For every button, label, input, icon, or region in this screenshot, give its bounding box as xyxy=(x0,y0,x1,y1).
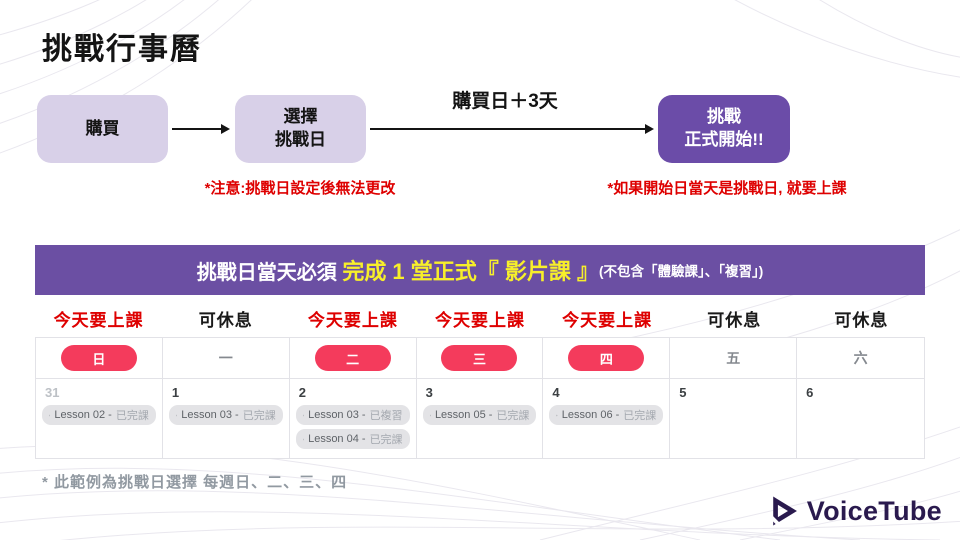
challenge-day-pill: 四 xyxy=(568,345,645,371)
voicetube-play-icon xyxy=(768,496,797,527)
check-circle-icon xyxy=(302,438,305,440)
rule-banner-highlight: 完成 1 堂正式『 影片課 』 xyxy=(342,259,599,284)
flow-step-choose-day-line1: 選擇 xyxy=(283,107,318,127)
lesson-chip: Lesson 05 - 已完課 xyxy=(422,405,537,425)
flow-step-start-line1: 挑戰 xyxy=(707,107,741,127)
date-number: 1 xyxy=(171,385,180,400)
lesson-chip-label: Lesson 02 - xyxy=(54,409,112,421)
lesson-chip-state: 已完課 xyxy=(115,410,149,422)
calendar-header-row: 日一二三四五六 xyxy=(36,338,924,378)
calendar-cell-date-5: 5 xyxy=(670,379,798,458)
status-label-三: 今天要上課 xyxy=(434,310,525,330)
lesson-chip-state: 已複習 xyxy=(369,410,403,422)
status-label-六: 可休息 xyxy=(834,310,889,330)
day-name: 一 xyxy=(218,350,233,366)
date-number: 5 xyxy=(679,385,687,400)
voicetube-logo-text: VoiceTube xyxy=(806,495,942,526)
date-number: 6 xyxy=(806,385,814,400)
lesson-chip-label: Lesson 03 - xyxy=(308,409,366,421)
date-number: 31 xyxy=(45,385,60,400)
calendar-day-header-四: 四 xyxy=(543,338,671,378)
rule-banner-prefix: 挑戰日當天必須 xyxy=(196,261,343,284)
lesson-chip: Lesson 02 - 已完課 xyxy=(42,405,156,425)
status-label-二: 今天要上課 xyxy=(307,310,398,330)
rule-banner: 挑戰日當天必須 完成 1 堂正式『 影片課 』 (不包含「體驗課」、「複習」) xyxy=(35,245,925,295)
flow-step-choose-day-line2: 挑戰日 xyxy=(275,130,326,149)
lesson-chip-state: 已完課 xyxy=(496,410,530,422)
rule-banner-suffix: (不包含「體驗課」、「複習」) xyxy=(599,264,764,279)
check-circle-icon xyxy=(302,414,305,416)
flow-step-purchase: 購買 xyxy=(37,95,168,163)
date-number: 2 xyxy=(298,385,306,400)
calendar-day-header-五: 五 xyxy=(670,338,798,378)
lesson-chip-label: Lesson 05 - xyxy=(434,409,493,421)
flow-step-choose-day: 選擇 挑戰日 xyxy=(235,95,366,163)
lesson-chip: Lesson 03 - 已完課 xyxy=(168,405,283,425)
check-circle-icon xyxy=(49,414,51,416)
flow-step-purchase-label: 購買 xyxy=(85,118,120,138)
lesson-chip-state: 已完課 xyxy=(623,410,657,422)
status-label-日: 今天要上課 xyxy=(53,310,144,330)
lesson-chip-label: Lesson 03 - xyxy=(181,409,239,421)
flow-step-start: 挑戰 正式開始!! xyxy=(658,95,790,163)
calendar-day-header-三: 三 xyxy=(417,338,544,378)
day-name: 五 xyxy=(726,350,741,366)
check-circle-icon xyxy=(556,414,558,416)
flow-arrow-1 xyxy=(172,124,230,134)
flow-step-start-line2: 正式開始!! xyxy=(684,130,764,149)
status-label-四: 今天要上課 xyxy=(562,310,653,330)
calendar-day-header-六: 六 xyxy=(797,338,924,378)
challenge-day-pill: 日 xyxy=(60,345,137,371)
footnote: * 此範例為挑戰日選擇 每週日、二、三、四 xyxy=(42,474,348,491)
calendar-day-header-二: 二 xyxy=(290,338,417,378)
check-circle-icon xyxy=(429,414,431,416)
check-circle-icon xyxy=(175,414,178,416)
lesson-chip: Lesson 03 - 已複習 xyxy=(295,405,410,425)
lesson-chip: Lesson 04 - 已完課 xyxy=(295,429,410,449)
status-label-五: 可休息 xyxy=(707,310,762,330)
status-label-一: 可休息 xyxy=(198,310,253,330)
note-start-day-class: *如果開始日當天是挑戰日, 就要上課 xyxy=(607,180,847,197)
voicetube-logo: VoiceTube xyxy=(768,495,942,527)
note-challenge-day-fixed: *注意:挑戰日設定後無法更改 xyxy=(204,180,396,197)
lesson-chip-label: Lesson 06 - xyxy=(561,409,620,421)
challenge-day-pill: 二 xyxy=(314,345,391,371)
date-number: 4 xyxy=(552,385,560,400)
lesson-chip-label: Lesson 04 - xyxy=(308,433,366,445)
day-name: 六 xyxy=(853,350,868,366)
lesson-chip: Lesson 06 - 已完課 xyxy=(549,405,664,425)
lesson-chip-state: 已完課 xyxy=(369,434,403,446)
lesson-chip-state: 已完課 xyxy=(242,410,276,422)
calendar-day-header-一: 一 xyxy=(163,338,290,378)
page-title: 挑戰行事曆 xyxy=(42,33,202,66)
status-labels-row: 今天要上課 可休息 今天要上課 今天要上課 今天要上課 可休息 可休息 xyxy=(35,303,925,333)
flow-arrow-2 xyxy=(370,124,654,134)
calendar-cell-date-6: 6 xyxy=(797,379,924,458)
flow-arrow-label: 購買日＋3天 xyxy=(452,91,558,112)
challenge-day-pill: 三 xyxy=(441,345,518,371)
calendar-day-header-日: 日 xyxy=(36,338,163,378)
date-number: 3 xyxy=(425,385,433,400)
